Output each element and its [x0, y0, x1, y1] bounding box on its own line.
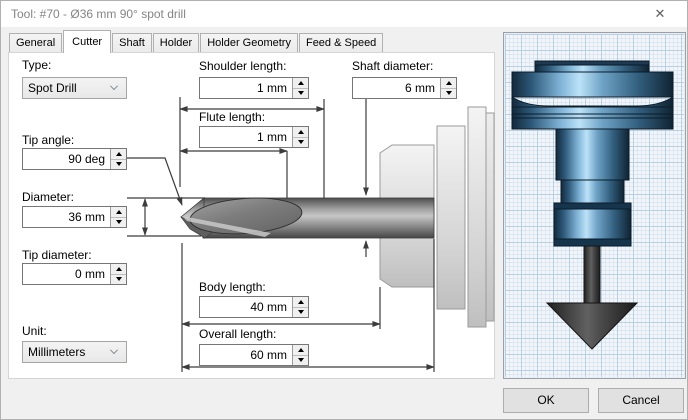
spin-down-icon[interactable]	[111, 159, 126, 169]
tab-feed-speed[interactable]: Feed & Speed	[298, 33, 384, 53]
tab-shaft[interactable]: Shaft	[112, 33, 152, 53]
cutter-tab-page: Type: Spot Drill Tip angle: 90 deg Diame…	[8, 52, 495, 379]
spin-down-icon[interactable]	[293, 88, 308, 98]
spin-down-icon[interactable]	[111, 274, 126, 284]
tip-diameter-label: Tip diameter:	[22, 248, 92, 262]
tip-angle-value: 90 deg	[68, 152, 105, 166]
tip-angle-label: Tip angle:	[22, 133, 75, 147]
spin-down-icon[interactable]	[293, 137, 308, 147]
spin-up-icon[interactable]	[111, 149, 126, 160]
body-length-value: 40 mm	[250, 300, 287, 314]
cancel-button[interactable]: Cancel	[598, 388, 684, 413]
close-icon: ✕	[654, 6, 666, 21]
tool-preview-panel	[503, 32, 686, 379]
tab-cutter[interactable]: Cutter	[63, 30, 112, 53]
unit-value: Millimeters	[28, 345, 86, 359]
spin-down-icon[interactable]	[111, 217, 126, 227]
shaft-diameter-value: 6 mm	[405, 81, 435, 95]
spin-up-icon[interactable]	[293, 78, 308, 89]
spin-down-icon[interactable]	[293, 307, 308, 317]
tab-holder-geometry[interactable]: Holder Geometry	[200, 33, 298, 53]
diameter-value: 36 mm	[68, 210, 105, 224]
shoulder-length-value: 1 mm	[257, 81, 287, 95]
unit-label: Unit:	[22, 324, 47, 338]
type-label: Type:	[22, 58, 52, 72]
tab-general[interactable]: General	[9, 33, 63, 53]
type-combo[interactable]: Spot Drill	[22, 77, 127, 99]
tab-bar: General Cutter Shaft Holder Holder Geome…	[9, 30, 384, 53]
overall-length-spinner[interactable]: 60 mm	[199, 344, 309, 366]
shaft-diameter-spinner[interactable]: 6 mm	[352, 77, 457, 99]
holder-shape	[379, 106, 495, 328]
spin-down-icon[interactable]	[293, 355, 308, 365]
tool-3d-render	[511, 60, 674, 350]
ok-button[interactable]: OK	[503, 388, 589, 413]
spin-up-icon[interactable]	[293, 127, 308, 138]
spin-up-icon[interactable]	[293, 297, 308, 308]
flute-length-label: Flute length:	[199, 110, 266, 124]
tip-angle-spinner[interactable]: 90 deg	[22, 148, 127, 170]
tip-diameter-spinner[interactable]: 0 mm	[22, 263, 127, 285]
shoulder-length-spinner[interactable]: 1 mm	[199, 77, 309, 99]
titlebar: Tool: #70 - Ø36 mm 90° spot drill ✕	[1, 1, 687, 27]
window-title: Tool: #70 - Ø36 mm 90° spot drill	[11, 7, 186, 21]
spin-down-icon[interactable]	[441, 88, 456, 98]
drill-shape	[180, 197, 435, 239]
spin-up-icon[interactable]	[293, 345, 308, 356]
tab-holder[interactable]: Holder	[152, 33, 200, 53]
type-value: Spot Drill	[28, 81, 77, 95]
spin-up-icon[interactable]	[441, 78, 456, 89]
flute-length-spinner[interactable]: 1 mm	[199, 126, 309, 148]
flute-length-value: 1 mm	[257, 130, 287, 144]
overall-length-value: 60 mm	[250, 348, 287, 362]
body-length-label: Body length:	[199, 280, 266, 294]
body-length-spinner[interactable]: 40 mm	[199, 296, 309, 318]
spin-up-icon[interactable]	[111, 264, 126, 275]
shoulder-length-label: Shoulder length:	[199, 59, 287, 73]
spin-up-icon[interactable]	[111, 207, 126, 218]
shaft-diameter-label: Shaft diameter:	[352, 59, 434, 73]
unit-combo[interactable]: Millimeters	[22, 341, 127, 363]
diameter-label: Diameter:	[22, 190, 75, 204]
chevron-down-icon	[110, 82, 118, 90]
close-button[interactable]: ✕	[645, 4, 675, 24]
chevron-down-icon	[110, 346, 118, 354]
overall-length-label: Overall length:	[199, 327, 277, 341]
tip-diameter-value: 0 mm	[75, 267, 105, 281]
diameter-spinner[interactable]: 36 mm	[22, 206, 127, 228]
